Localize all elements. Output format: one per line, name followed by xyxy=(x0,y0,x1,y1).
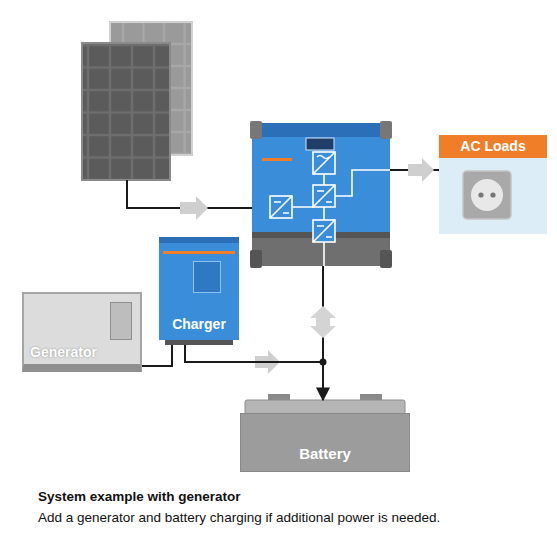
node-label: AC Loads xyxy=(439,135,547,158)
flow-arrow xyxy=(180,196,208,220)
power-wire xyxy=(142,345,172,366)
charger-terminals xyxy=(165,340,233,345)
node-label: Charger xyxy=(159,316,239,332)
battery-lid xyxy=(245,394,405,414)
inverter-unit xyxy=(250,121,392,268)
charger-stripe xyxy=(163,251,235,254)
socket-icon xyxy=(462,170,512,220)
node-label: Battery xyxy=(241,445,409,462)
diagram-caption: Add a generator and battery charging if … xyxy=(38,510,440,525)
node-label: Generator xyxy=(30,344,97,360)
generator-box: Generator xyxy=(22,292,142,372)
solar-panel xyxy=(82,22,192,180)
diagram-title: System example with generator xyxy=(38,489,241,504)
charger-box: Charger xyxy=(159,237,239,340)
battery-box: Battery xyxy=(240,413,410,472)
generator-panel xyxy=(110,302,132,340)
load-box: AC Loads xyxy=(439,135,547,234)
power-wire xyxy=(185,345,323,400)
flow-arrow xyxy=(408,158,434,182)
bidirectional-arrow xyxy=(310,306,336,338)
charger-panel xyxy=(193,261,221,293)
